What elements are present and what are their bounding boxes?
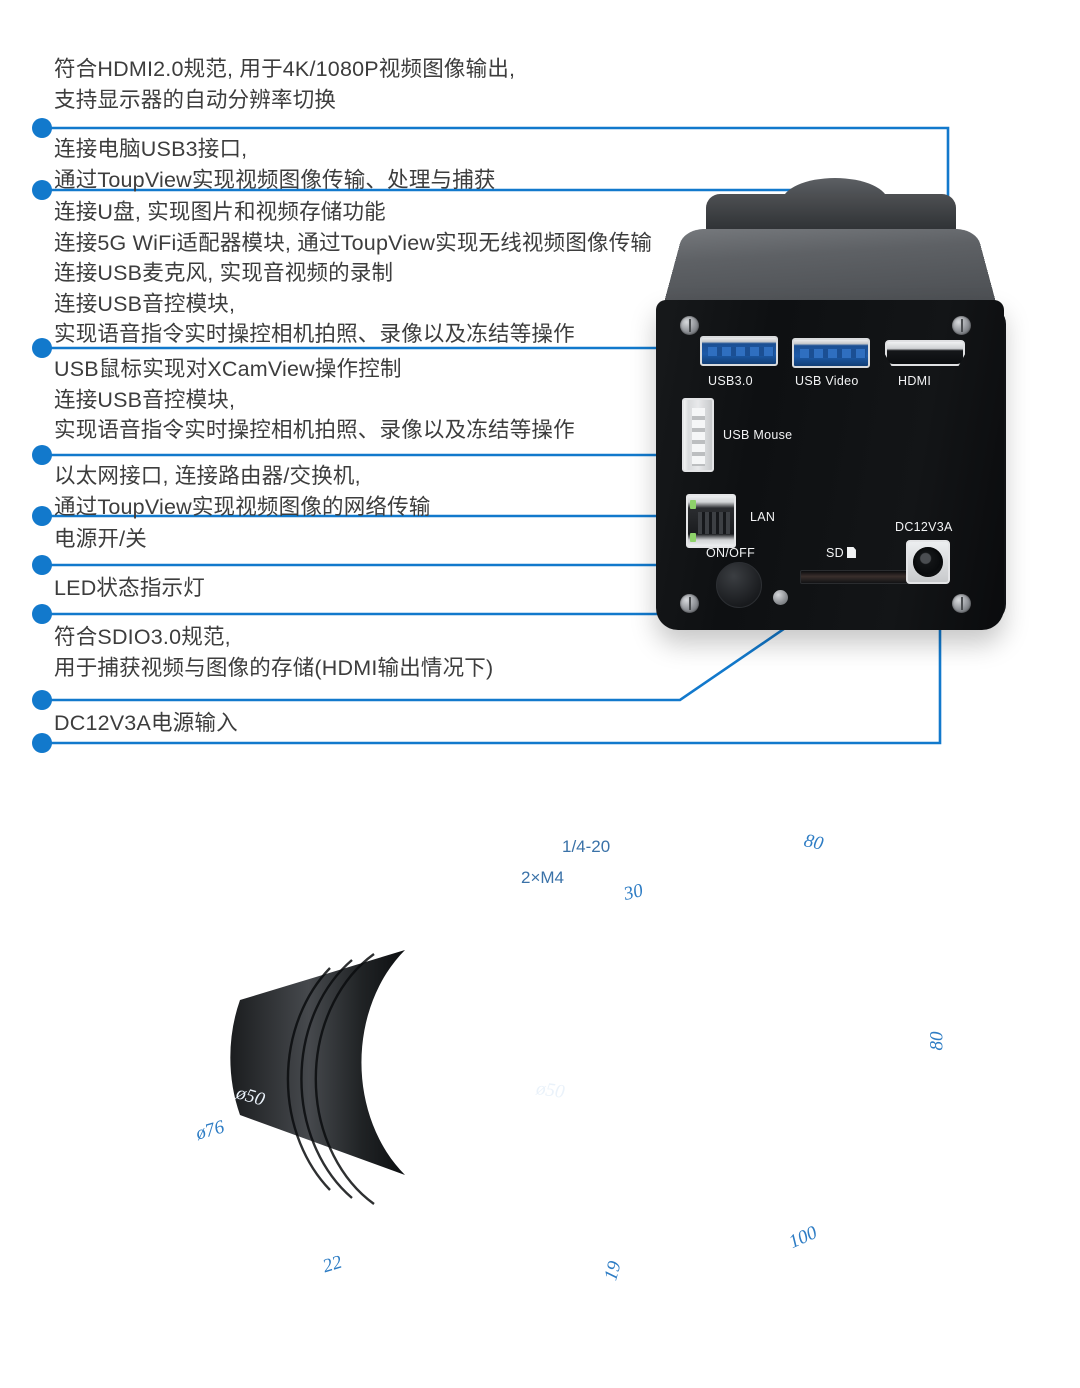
callout-line: 用于捕获视频与图像的存储(HDMI输出情况下): [54, 655, 494, 680]
dim-label-lens-dia: ø50: [534, 1078, 566, 1103]
callout-line: 通过ToupView实现视频图像的网络传输: [54, 494, 431, 519]
panel-screw-icon: [952, 316, 971, 335]
port-label-usb-video: USB Video: [795, 374, 859, 388]
callout-text-sd: 符合SDIO3.0规范, 用于捕获视频与图像的存储(HDMI输出情况下): [54, 622, 493, 683]
callout-line: 连接USB音控模块,: [54, 291, 236, 316]
callout-line: 符合HDMI2.0规范, 用于4K/1080P视频图像输出,: [54, 57, 516, 81]
callout-text-usb-video: 连接U盘, 实现图片和视频存储功能 连接5G WiFi适配器模块, 通过Toup…: [54, 197, 652, 350]
callout-text-usb-mouse: USB鼠标实现对XCamView操作控制 连接USB音控模块, 实现语音指令实时…: [54, 354, 575, 446]
camera-top-face: [662, 229, 998, 310]
callout-line: 连接USB麦克风, 实现音视频的录制: [54, 261, 394, 285]
callout-line: 实现语音指令实时操控相机拍照、录像以及冻结等操作: [54, 322, 575, 346]
callout-text-usb3: 连接电脑USB3接口, 通过ToupView实现视频图像传输、处理与捕获: [54, 134, 496, 195]
port-label-usb-mouse: USB Mouse: [723, 428, 793, 442]
camera-rear-photo: USB3.0 USB Video HDMI USB Mouse LAN ON/O…: [640, 150, 1020, 640]
callout-text-lan: 以太网接口, 连接路由器/交换机, 通过ToupView实现视频图像的网络传输: [54, 461, 431, 522]
port-label-usb3: USB3.0: [708, 374, 753, 388]
callout-line: 连接USB音控模块,: [54, 387, 236, 412]
callout-line: 实现语音指令实时操控相机拍照、录像以及冻结等操作: [54, 418, 575, 442]
callout-text-onoff: 电源开/关: [54, 524, 147, 555]
usb-mouse-port: [682, 398, 714, 472]
panel-screw-icon: [680, 594, 699, 613]
callout-line: LED状态指示灯: [54, 576, 205, 600]
callout-line: 连接电脑USB3接口,: [54, 137, 248, 161]
dimension-drawing: ø76 ø50 22 1/4-20 2×M4 30 80 80 100 19 ø…: [0, 790, 1080, 1388]
callout-line: DC12V3A电源输入: [54, 711, 238, 735]
dim-label-tripod-thread: 1/4-20: [562, 837, 611, 856]
dimension-drawing-graphics: [230, 950, 405, 1205]
callout-text-led: LED状态指示灯: [54, 573, 205, 604]
usb3-port: [700, 336, 778, 366]
port-label-dc: DC12V3A: [895, 520, 953, 534]
panel-screw-icon: [952, 594, 971, 613]
dim-label-mount-screws: 2×M4: [521, 868, 564, 887]
callout-line: 连接5G WiFi适配器模块, 通过ToupView实现无线视频图像传输: [54, 230, 653, 255]
callout-line: USB鼠标实现对XCamView操作控制: [54, 357, 402, 381]
callout-text-hdmi: 符合HDMI2.0规范, 用于4K/1080P视频图像输出, 支持显示器的自动分…: [54, 54, 515, 115]
panel-screw-icon: [680, 316, 699, 335]
port-label-onoff: ON/OFF: [706, 546, 756, 560]
sd-card-slot: [800, 570, 912, 584]
lan-port: [686, 494, 736, 548]
hdmi-port: [885, 340, 965, 366]
callout-text-dc: DC12V3A电源输入: [54, 708, 238, 739]
port-label-sd: SD: [826, 546, 856, 560]
callout-line: 符合SDIO3.0规范,: [54, 625, 231, 649]
adapter-ring-illustration: [230, 950, 405, 1205]
power-button[interactable]: [716, 562, 762, 608]
callout-line: 电源开/关: [54, 527, 147, 551]
callout-line: 支持显示器的自动分辨率切换: [54, 87, 337, 112]
sd-card-icon: [846, 547, 856, 558]
dim-label-height: 80: [926, 1031, 948, 1051]
callout-line: 通过ToupView实现视频图像传输、处理与捕获: [54, 167, 496, 192]
port-label-lan: LAN: [750, 510, 776, 524]
led-indicator: [773, 590, 788, 605]
usb-video-port: [792, 338, 870, 368]
port-label-hdmi: HDMI: [898, 374, 932, 388]
callout-line: 以太网接口, 连接路由器/交换机,: [54, 464, 361, 488]
dc-power-jack: [906, 540, 950, 584]
callout-line: 连接U盘, 实现图片和视频存储功能: [54, 200, 386, 224]
